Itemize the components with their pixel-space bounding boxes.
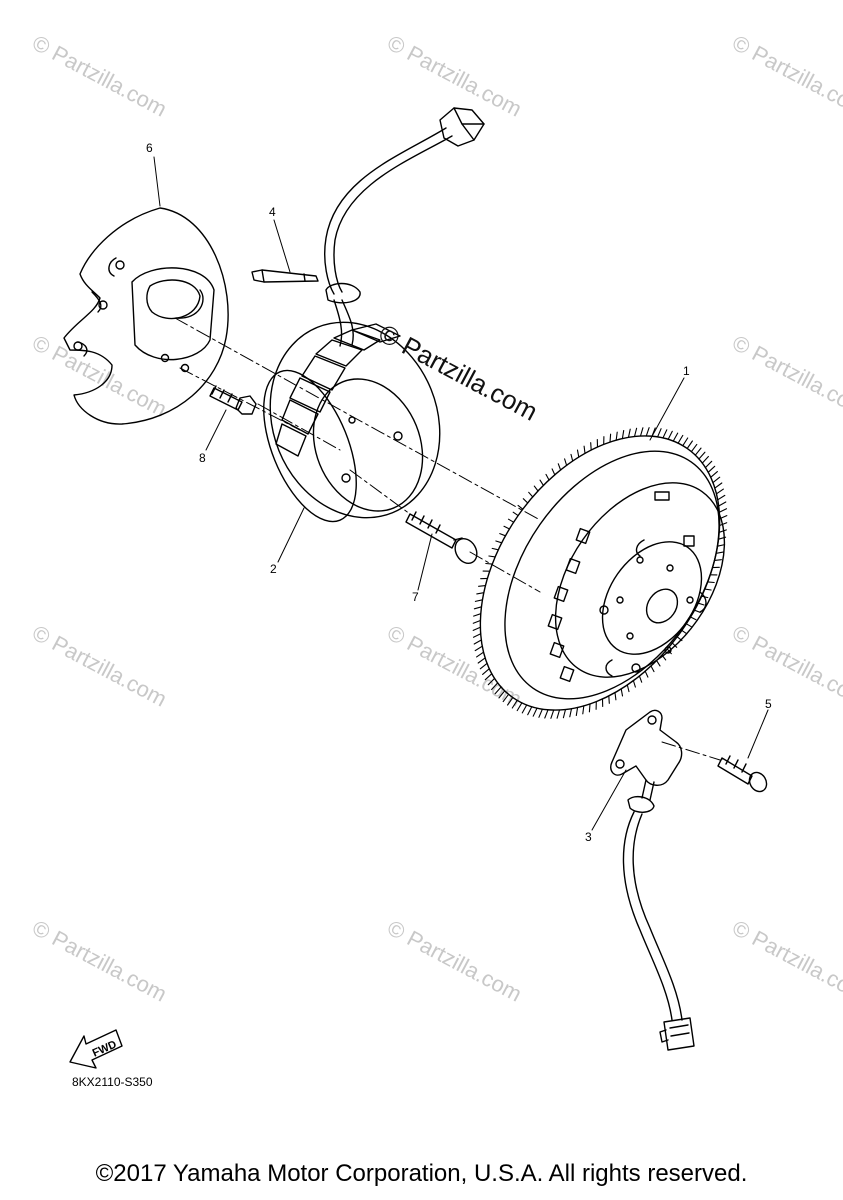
callout-part-6: 6: [146, 141, 153, 155]
bolt-small: [209, 385, 257, 415]
callout-part-8: 8: [199, 451, 206, 465]
pickup-coil: [610, 709, 695, 1051]
stator-assembly: [263, 321, 441, 523]
copyright-notice: ©2017 Yamaha Motor Corporation, U.S.A. A…: [95, 1160, 748, 1187]
callout-part-4: 4: [269, 205, 276, 219]
callout-part-5: 5: [765, 697, 772, 711]
diagram-code: 8KX2110-S350: [72, 1075, 153, 1089]
stator-cover-plate: [63, 207, 229, 425]
bolt-pickup: [717, 755, 768, 793]
callout-part-1: 1: [683, 364, 690, 378]
gear-tooth-marks: [472, 427, 728, 719]
leader-lines: [153, 156, 769, 831]
stator-lead-wire: [324, 107, 485, 347]
assembly-axis-lines: [174, 317, 721, 761]
flywheel-rotor: [479, 435, 726, 711]
callout-part-3: 3: [585, 830, 592, 844]
fwd-arrow-icon: FWD: [69, 1029, 123, 1069]
bolt-long: [405, 511, 478, 565]
callout-part-7: 7: [412, 590, 419, 604]
cable-tie: [251, 269, 319, 283]
ring-gear-teeth: [472, 427, 728, 719]
callout-part-2: 2: [270, 562, 277, 576]
